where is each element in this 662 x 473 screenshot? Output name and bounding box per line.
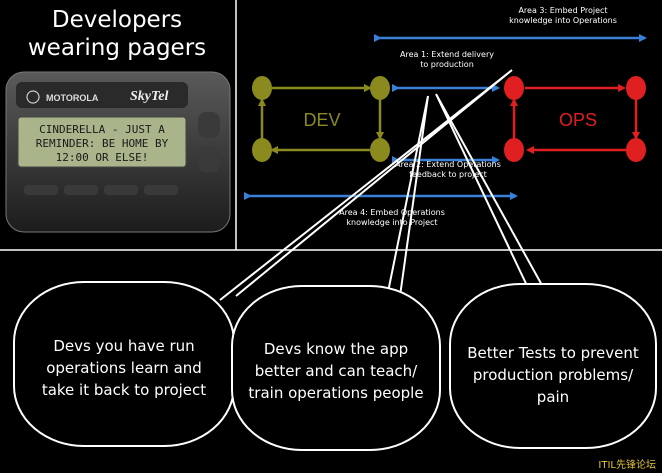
pager-brand-left: MOTOROLA [46, 93, 99, 103]
bubble-2-text: Devs know the app better and can teach/ … [248, 340, 424, 402]
area2-label: Area 2: Extend Operations feedback to pr… [395, 160, 501, 179]
pager-image [5, 71, 231, 233]
title-line-2: wearing pagers [27, 35, 207, 61]
thought-bubbles [13, 281, 657, 451]
ops-loop [504, 76, 646, 162]
bubble-pointers [219, 69, 549, 301]
pager-screen-line-1: CINDERELLA - JUST A [39, 123, 165, 136]
motorola-logo-icon [26, 90, 40, 104]
ops-label: OPS [559, 110, 597, 130]
dev-label: DEV [303, 110, 340, 130]
title-line-1: Developers [51, 7, 183, 33]
pager-side-button-top [198, 112, 220, 138]
pager-screen-line-3: 12:00 OR ELSE! [56, 151, 149, 164]
bubble-1-text: Devs you have run operations learn and t… [41, 337, 207, 399]
area3-label: Area 3: Embed Project knowledge into Ope… [509, 6, 617, 25]
pager-side-button-bottom [198, 146, 220, 172]
slide-title: Developers wearing pagers [12, 6, 222, 62]
panel-frames [0, 0, 662, 251]
bubble-2 [231, 285, 441, 451]
pager-brand-right: SkyTel [130, 89, 168, 104]
area1-label: Area 1: Extend delivery to production [400, 50, 494, 69]
pager-screen-line-2: REMINDER: BE HOME BY [36, 137, 169, 150]
bubble-3 [449, 283, 657, 449]
dev-loop [252, 76, 390, 162]
area4-label: Area 4: Embed Operations knowledge into … [339, 208, 445, 227]
bubble-3-text: Better Tests to prevent production probl… [467, 344, 639, 406]
watermark: ITIL先锋论坛 [598, 460, 656, 471]
